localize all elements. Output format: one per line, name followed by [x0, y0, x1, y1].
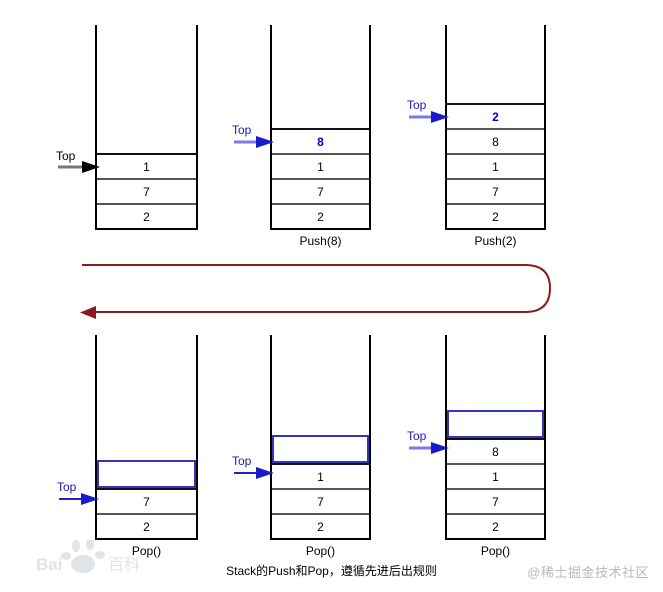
stack-cell: 7	[272, 488, 369, 513]
diagram-caption: Stack的Push和Pop，遵循先进后出规则	[226, 564, 437, 578]
stack-push-8: 8 1 7 2	[270, 25, 371, 230]
stack-cell: 2	[97, 203, 196, 228]
top-pointer-arrow-push-8	[234, 136, 274, 148]
operation-label-push-2: Push(2)	[474, 234, 517, 248]
stack-cell: 1	[97, 153, 196, 178]
stack-cell: 8	[447, 128, 544, 153]
stack-cell-empty	[447, 410, 544, 438]
stack-cell: 2	[97, 513, 196, 538]
stack-cell: 1	[272, 463, 369, 488]
top-pointer-text: Top	[407, 98, 427, 112]
top-pointer-text: Top	[232, 454, 252, 468]
operation-label-push-8: Push(8)	[299, 234, 342, 248]
top-pointer-text: Top	[407, 429, 427, 443]
stack-cell: 7	[447, 488, 544, 513]
operation-label-pop-1: Pop()	[480, 544, 511, 558]
stack-cell-highlight: 8	[272, 128, 369, 153]
top-pointer-label-pop-3: Top	[57, 481, 76, 494]
top-pointer-text: Top	[56, 149, 76, 163]
top-pointer-label-push-8: Top	[232, 124, 251, 137]
juejin-watermark: @稀土掘金技术社区	[527, 565, 649, 580]
stack-cell: 1	[447, 153, 544, 178]
top-pointer-arrow-initial	[58, 161, 100, 173]
operation-label-pop-2: Pop()	[305, 544, 336, 558]
stack-cell: 2	[272, 203, 369, 228]
top-pointer-label-pop-2: Top	[232, 455, 251, 468]
stack-push-2: 2 8 1 7 2	[445, 25, 546, 230]
top-pointer-label-pop-1: Top	[407, 430, 426, 443]
operation-label-pop-3: Pop()	[131, 544, 162, 558]
stack-cell: 1	[447, 463, 544, 488]
stack-cell-highlight: 2	[447, 103, 544, 128]
stack-pop-2: 1 7 2	[270, 335, 371, 540]
top-pointer-text: Top	[232, 123, 252, 137]
stack-cell: 2	[272, 513, 369, 538]
top-pointer-label-push-2: Top	[407, 99, 426, 112]
stack-pop-1: 8 1 7 2	[445, 335, 546, 540]
stack-cell: 2	[447, 203, 544, 228]
top-pointer-text: Top	[57, 480, 77, 494]
stack-cell: 7	[447, 178, 544, 203]
stack-cell: 7	[97, 488, 196, 513]
stack-cell-empty	[272, 435, 369, 463]
top-pointer-label-initial: Top	[56, 150, 75, 163]
stack-cell: 2	[447, 513, 544, 538]
stack-pop-3: 7 2	[95, 335, 198, 540]
stack-cell: 7	[97, 178, 196, 203]
stack-initial: 1 7 2	[95, 25, 198, 230]
stack-cell: 7	[272, 178, 369, 203]
top-pointer-arrow-pop-1	[409, 442, 449, 454]
stack-cell-empty	[97, 460, 196, 488]
top-pointer-arrow-push-2	[409, 111, 449, 123]
top-pointer-arrow-pop-3	[59, 493, 99, 505]
stack-cell: 1	[272, 153, 369, 178]
flow-loop-arrow	[80, 264, 552, 319]
stack-cell: 8	[447, 438, 544, 463]
top-pointer-arrow-pop-2	[234, 467, 274, 479]
